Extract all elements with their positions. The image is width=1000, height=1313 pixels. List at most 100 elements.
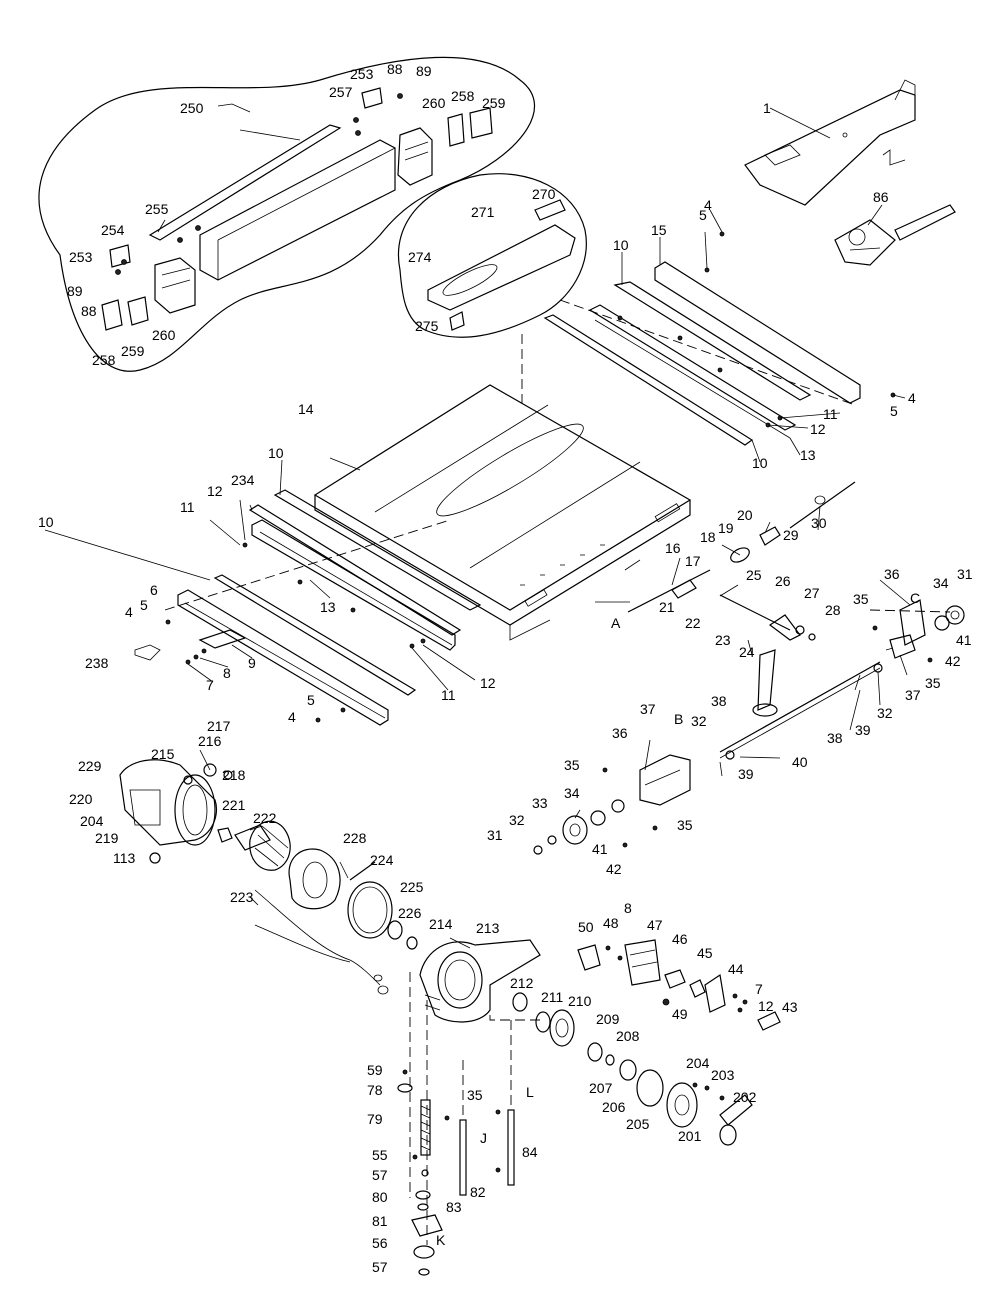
label-221: 221 [222, 797, 246, 813]
label-253: 253 [69, 249, 93, 265]
label-7: 7 [206, 677, 214, 693]
label-42: 42 [945, 653, 961, 669]
label-17: 17 [685, 553, 701, 569]
label-50: 50 [578, 919, 594, 935]
elevation-screw-assembly [397, 972, 515, 1276]
arbor-gear-train [512, 992, 753, 1146]
label-31: 31 [487, 827, 503, 843]
label-44: 44 [728, 961, 744, 977]
blade-guard [744, 79, 916, 206]
label-48: 48 [603, 915, 619, 931]
label-6: 6 [150, 582, 158, 598]
label-13: 13 [320, 599, 336, 615]
label-42: 42 [606, 861, 622, 877]
label-55: 55 [372, 1147, 388, 1163]
saw-table-top [313, 384, 692, 641]
label-4: 4 [908, 390, 916, 406]
label-238: 238 [85, 655, 109, 671]
label-215: 215 [151, 746, 175, 762]
label-12: 12 [207, 483, 223, 499]
label-213: 213 [476, 920, 500, 936]
fence-assembly-callout [38, 56, 535, 372]
label-56: 56 [372, 1235, 388, 1251]
gear-housing [419, 939, 545, 1023]
label-28: 28 [825, 602, 841, 618]
label-J: J [480, 1130, 487, 1146]
label-39: 39 [855, 722, 871, 738]
label-32: 32 [509, 812, 525, 828]
label-203: 203 [711, 1067, 735, 1083]
label-223: 223 [230, 889, 254, 905]
label-211: 211 [541, 989, 564, 1005]
label-34: 34 [564, 785, 580, 801]
label-270: 270 [532, 186, 556, 202]
label-15: 15 [651, 222, 667, 238]
label-204: 204 [80, 813, 104, 829]
label-8: 8 [223, 665, 231, 681]
label-A: A [611, 615, 621, 631]
label-5: 5 [699, 207, 707, 223]
label-9: 9 [248, 655, 256, 671]
label-31: 31 [957, 566, 973, 582]
label-220: 220 [69, 791, 93, 807]
label-257: 257 [329, 84, 353, 100]
label-49: 49 [672, 1006, 688, 1022]
label-218: 218 [222, 767, 246, 783]
label-L: L [526, 1084, 534, 1100]
label-212: 212 [510, 975, 534, 991]
label-12: 12 [480, 675, 496, 691]
label-25: 25 [746, 567, 762, 583]
label-35: 35 [677, 817, 693, 833]
label-83: 83 [446, 1199, 462, 1215]
label-38: 38 [711, 693, 727, 709]
label-78: 78 [367, 1082, 383, 1098]
label-222: 222 [253, 810, 277, 826]
motor-assembly [119, 759, 418, 995]
label-5: 5 [307, 692, 315, 708]
label-18: 18 [700, 529, 716, 545]
label-13: 13 [800, 447, 816, 463]
label-19: 19 [718, 520, 734, 536]
label-33: 33 [532, 795, 548, 811]
label-205: 205 [626, 1116, 650, 1132]
label-8: 8 [624, 900, 632, 916]
label-29: 29 [783, 527, 799, 543]
label-26: 26 [775, 573, 791, 589]
label-82: 82 [470, 1184, 486, 1200]
label-27: 27 [804, 585, 820, 601]
label-38: 38 [827, 730, 843, 746]
label-11: 11 [441, 687, 456, 703]
label-10: 10 [613, 237, 629, 253]
label-217: 217 [207, 718, 231, 734]
crank-assembly [627, 481, 856, 717]
label-224: 224 [370, 852, 394, 868]
label-86: 86 [873, 189, 889, 205]
label-16: 16 [665, 540, 681, 556]
label-11: 11 [180, 499, 195, 515]
label-204: 204 [686, 1055, 710, 1071]
label-45: 45 [697, 945, 713, 961]
label-260: 260 [422, 95, 446, 111]
label-255: 255 [145, 201, 169, 217]
label-B: B [674, 711, 683, 727]
label-210: 210 [568, 993, 592, 1009]
label-5: 5 [140, 597, 148, 613]
label-4: 4 [288, 709, 296, 725]
label-46: 46 [672, 931, 688, 947]
label-32: 32 [691, 713, 707, 729]
label-253: 253 [350, 66, 374, 82]
label-228: 228 [343, 830, 367, 846]
label-22: 22 [685, 615, 701, 631]
label-36: 36 [884, 566, 900, 582]
label-4: 4 [704, 197, 712, 213]
label-57: 57 [372, 1259, 388, 1275]
label-34: 34 [933, 575, 949, 591]
label-254: 254 [101, 222, 125, 238]
label-11: 11 [823, 406, 838, 422]
label-47: 47 [647, 917, 663, 933]
label-41: 41 [592, 841, 608, 857]
label-41: 41 [956, 632, 972, 648]
label-206: 206 [602, 1099, 626, 1115]
label-36: 36 [612, 725, 628, 741]
label-C: C [910, 590, 920, 606]
